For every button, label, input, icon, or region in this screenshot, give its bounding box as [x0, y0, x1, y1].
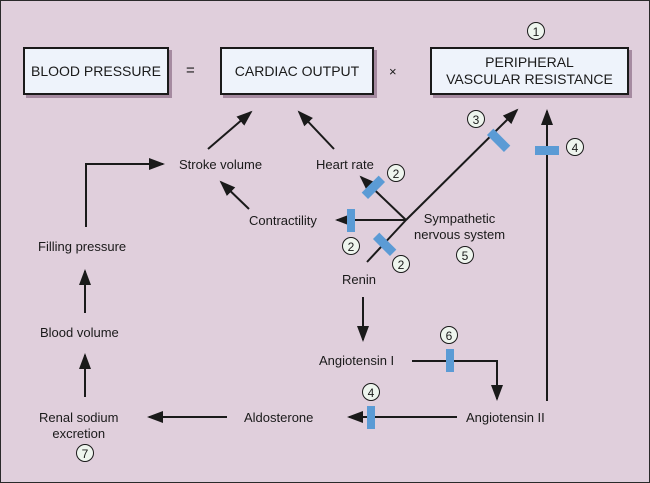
blocker-renin	[372, 232, 397, 257]
pvr-label-line1: PERIPHERAL	[485, 54, 574, 70]
marker-4-aldosterone: 4	[362, 383, 380, 401]
renal-line1: Renal sodium	[39, 410, 119, 425]
aldosterone-label: Aldosterone	[244, 410, 314, 425]
times-operator: ×	[389, 64, 397, 79]
sympathetic-line2: nervous system	[414, 227, 506, 242]
marker-2-renin: 2	[392, 255, 410, 273]
arrow-fp-to-sv	[85, 158, 165, 227]
blood-pressure-label: BLOOD PRESSURE	[31, 62, 161, 79]
arrow-sns-to-pvr	[405, 108, 519, 221]
sympathetic-line1: Sympathetic	[423, 211, 496, 226]
arrow-at1-to-at2	[412, 360, 503, 401]
marker-4-at2-pvr: 4	[566, 138, 584, 156]
pvr-label-line2: VASCULAR RESISTANCE	[446, 71, 613, 87]
blood-volume-label: Blood volume	[40, 325, 119, 340]
filling-pressure-label: Filling pressure	[38, 239, 127, 254]
blocker-ace	[446, 349, 454, 372]
blood-pressure-box: BLOOD PRESSURE	[23, 47, 169, 95]
blocker-at2-pvr	[535, 146, 559, 155]
marker-3-sns-pvr: 3	[467, 110, 485, 128]
cardiac-output-label: CARDIAC OUTPUT	[234, 62, 360, 79]
contractility-label: Contractility	[249, 213, 317, 228]
arrow-sns-to-hr	[359, 175, 407, 221]
equals-operator: =	[186, 62, 195, 79]
renal-sodium-label: Renal sodium excretion	[39, 410, 119, 442]
blocker-aldosterone	[367, 406, 375, 429]
renal-line2: excretion	[52, 426, 106, 441]
arrow-contractility-to-sv	[219, 180, 250, 210]
marker-2-contractility: 2	[342, 237, 360, 255]
blocker-hr	[361, 175, 386, 200]
marker-1-pvr: 1	[527, 22, 545, 40]
marker-2-heart-rate: 2	[387, 164, 405, 182]
angiotensin-2-label: Angiotensin II	[466, 410, 545, 425]
angiotensin-1-label: Angiotensin I	[319, 353, 395, 368]
arrow-sv-to-co	[207, 110, 253, 150]
arrow-hr-to-co	[297, 110, 335, 150]
blocker-sns-pvr	[486, 128, 511, 153]
heart-rate-label: Heart rate	[316, 157, 374, 172]
renin-label: Renin	[342, 272, 376, 287]
marker-6-ace: 6	[440, 326, 458, 344]
cardiac-output-box: CARDIAC OUTPUT	[220, 47, 374, 95]
stroke-volume-label: Stroke volume	[179, 157, 263, 172]
sympathetic-label: Sympathetic nervous system	[414, 211, 505, 243]
marker-5-sns: 5	[456, 246, 474, 264]
marker-7-renal: 7	[76, 444, 94, 462]
blocker-contractility	[347, 209, 355, 232]
